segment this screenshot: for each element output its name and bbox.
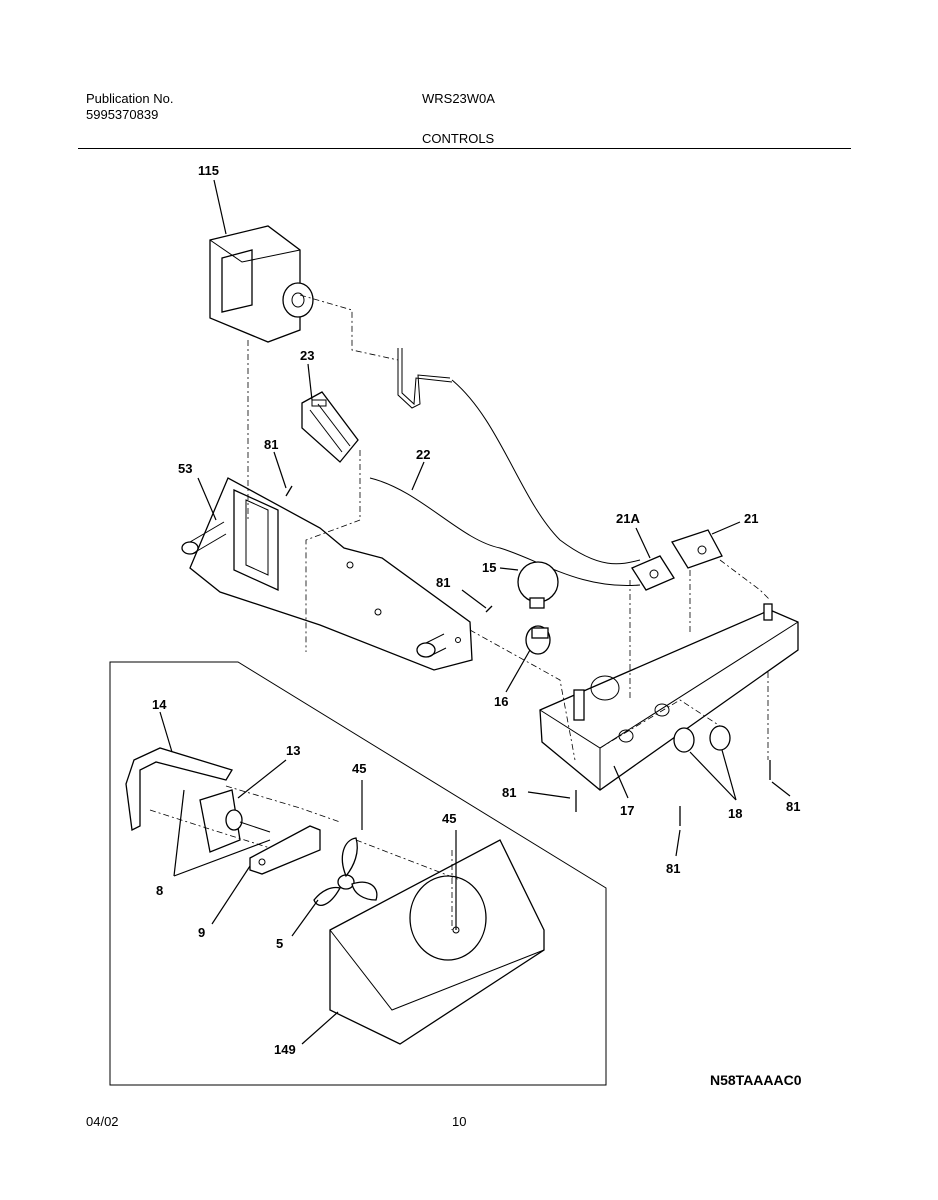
callout-81-mid: 81: [436, 575, 450, 590]
part-17-control-base: [539, 603, 799, 791]
callout-45-shroud: 45: [442, 811, 456, 826]
callout-18: 18: [728, 806, 742, 821]
fan-assembly-inset-frame: [109, 661, 607, 1086]
part-14-motor-bracket: [125, 747, 233, 831]
callout-5: 5: [276, 936, 283, 951]
section-title: CONTROLS: [422, 131, 495, 146]
screw-81-set: [285, 485, 771, 826]
model-number: WRS23W0A: [422, 91, 495, 106]
callout-81-top: 81: [264, 437, 278, 452]
assembly-alignment-lines: [149, 294, 771, 930]
callout-21: 21: [744, 511, 758, 526]
callout-8: 8: [156, 883, 163, 898]
footer-date: 04/02: [86, 1114, 119, 1129]
callout-14: 14: [152, 697, 167, 712]
part-5-fan-blade: [313, 837, 378, 906]
publication-number: 5995370839: [86, 107, 159, 122]
part-149-fan-shroud: [329, 839, 545, 1045]
callout-81-bottom: 81: [666, 861, 680, 876]
part-21a-switch: [631, 555, 675, 591]
part-13-fan-motor: [199, 789, 271, 853]
part-21-switch: [671, 529, 723, 569]
callout-149: 149: [274, 1042, 296, 1057]
callout-9: 9: [198, 925, 205, 940]
callout-23: 23: [300, 348, 314, 363]
part-16-lamp-socket: [525, 625, 551, 655]
publication-label: Publication No.: [86, 91, 174, 106]
part-9-bracket: [249, 825, 321, 875]
callout-leaders: [159, 179, 791, 1045]
page-number: 10: [452, 1114, 467, 1129]
callout-45-top: 45: [352, 761, 366, 776]
header-rule: [78, 148, 851, 149]
part-115-control-housing: [209, 225, 314, 343]
part-23-control-board: [301, 391, 359, 463]
callout-15: 15: [482, 560, 496, 575]
diagram-code: N58TAAAAC0: [710, 1072, 802, 1088]
callout-53: 53: [178, 461, 192, 476]
callout-13: 13: [286, 743, 300, 758]
callout-22: 22: [416, 447, 430, 462]
callout-115: 115: [198, 163, 219, 178]
callout-16: 16: [494, 694, 508, 709]
callout-81-left: 81: [502, 785, 516, 800]
part-15-light-bulb: [517, 561, 559, 609]
callout-21a: 21A: [616, 511, 640, 526]
callout-81-right: 81: [786, 799, 800, 814]
part-22-sensor-wire: [369, 348, 641, 587]
part-53-control-bracket: [181, 477, 473, 671]
callout-17: 17: [620, 803, 634, 818]
part-18-knobs: [673, 725, 731, 753]
